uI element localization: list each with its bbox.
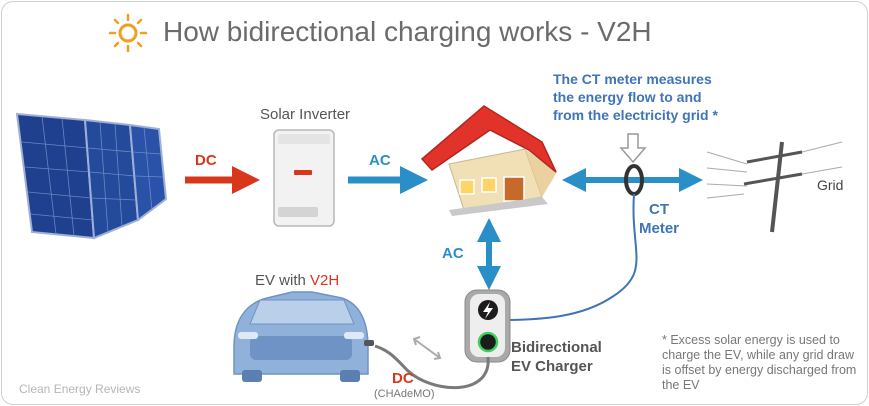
solar-panel-icon bbox=[15, 112, 168, 240]
grid-label: Grid bbox=[817, 177, 844, 193]
footnote: * Excess solar energy is used to charge … bbox=[662, 333, 857, 392]
ct-pointer-icon bbox=[619, 133, 647, 164]
inverter-icon bbox=[273, 129, 335, 227]
charger-label: Bidirectional EV Charger bbox=[511, 338, 602, 376]
ct-note-line: The CT meter measures bbox=[553, 71, 712, 87]
ct-wire bbox=[501, 193, 638, 321]
ev-label-prefix: EV with bbox=[255, 272, 311, 289]
dc-label-bottom: DC bbox=[392, 370, 414, 387]
solar-inverter-label: Solar Inverter bbox=[260, 106, 351, 123]
charger-label-line: EV Charger bbox=[511, 358, 593, 375]
house-icon bbox=[420, 105, 557, 216]
charger-icon bbox=[464, 289, 511, 363]
ev-car-icon bbox=[233, 291, 374, 382]
chademo-label: (CHAdeMO) bbox=[374, 388, 435, 400]
charger-cable bbox=[374, 344, 490, 389]
charger-label-line: Bidirectional bbox=[511, 339, 602, 356]
brand-watermark: Clean Energy Reviews bbox=[19, 382, 141, 396]
ev-label-v2h: V2H bbox=[310, 272, 340, 289]
ev-label: EV with V2H bbox=[255, 272, 339, 289]
ac-label-charger: AC bbox=[442, 245, 464, 262]
ct-meter-line: CT bbox=[649, 201, 669, 218]
ct-meter-label: CT Meter bbox=[639, 200, 679, 238]
ct-note-line: from the electricity grid * bbox=[553, 107, 718, 123]
dc-double-arrow-icon bbox=[412, 336, 442, 360]
dc-label-top: DC bbox=[195, 152, 217, 169]
ct-note-line: the energy flow to and bbox=[553, 89, 702, 105]
ct-meter-line: Meter bbox=[639, 220, 680, 237]
power-pole-icon bbox=[706, 141, 843, 233]
page-title: How bidirectional charging works - V2H bbox=[163, 16, 652, 47]
sun-icon bbox=[108, 13, 148, 53]
ac-label-inverter: AC bbox=[369, 152, 391, 169]
ct-meter-note: The CT meter measures the energy flow to… bbox=[553, 70, 718, 124]
